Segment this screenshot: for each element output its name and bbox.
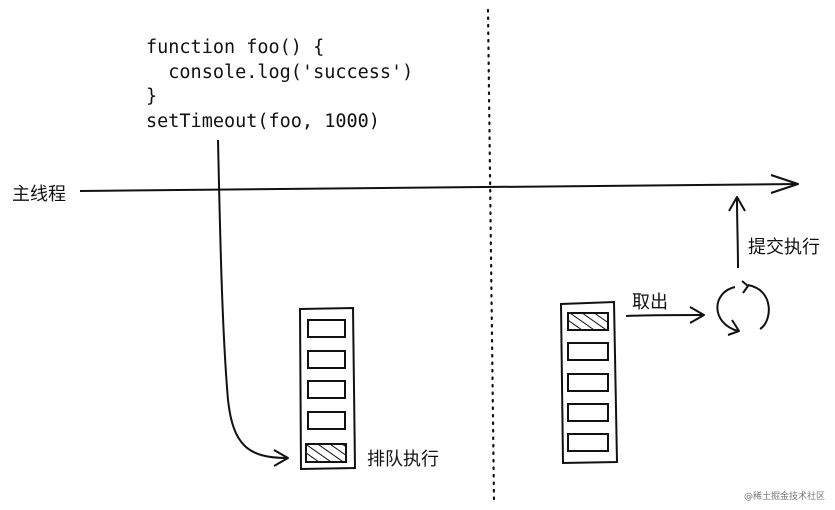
queue-slot-filled [567,312,609,331]
enqueue-label: 排队执行 [367,449,439,470]
code-line: } [146,86,158,107]
code-block: function foo() { console.log('success') … [146,36,413,134]
queue-slot [567,433,609,452]
divider-dotted-line [486,8,496,502]
enqueue-arrow [217,139,289,467]
main-thread-label: 主线程 [12,184,66,205]
queue-slot [567,373,609,392]
task-queue-left [298,306,357,471]
code-line: console.log('success') [146,61,414,83]
task-queue-right [559,300,619,465]
code-line: setTimeout(foo, 1000) [146,110,380,132]
queue-slot [307,380,346,399]
queue-slot [307,319,346,338]
queue-slot [307,411,346,430]
take-out-label: 取出 [632,292,668,313]
event-loop-cycle-icon [716,280,770,336]
watermark: @稀土掘金技术社区 [743,492,825,502]
queue-slot-filled [305,443,347,463]
queue-slot [307,350,346,369]
submit-arrow [728,196,746,269]
queue-slot [567,342,609,361]
queue-slot [567,403,609,422]
code-line: function foo() { [146,37,325,58]
take-out-arrow [625,306,705,324]
submit-label: 提交执行 [748,237,820,258]
main-thread-arrow [79,174,799,194]
